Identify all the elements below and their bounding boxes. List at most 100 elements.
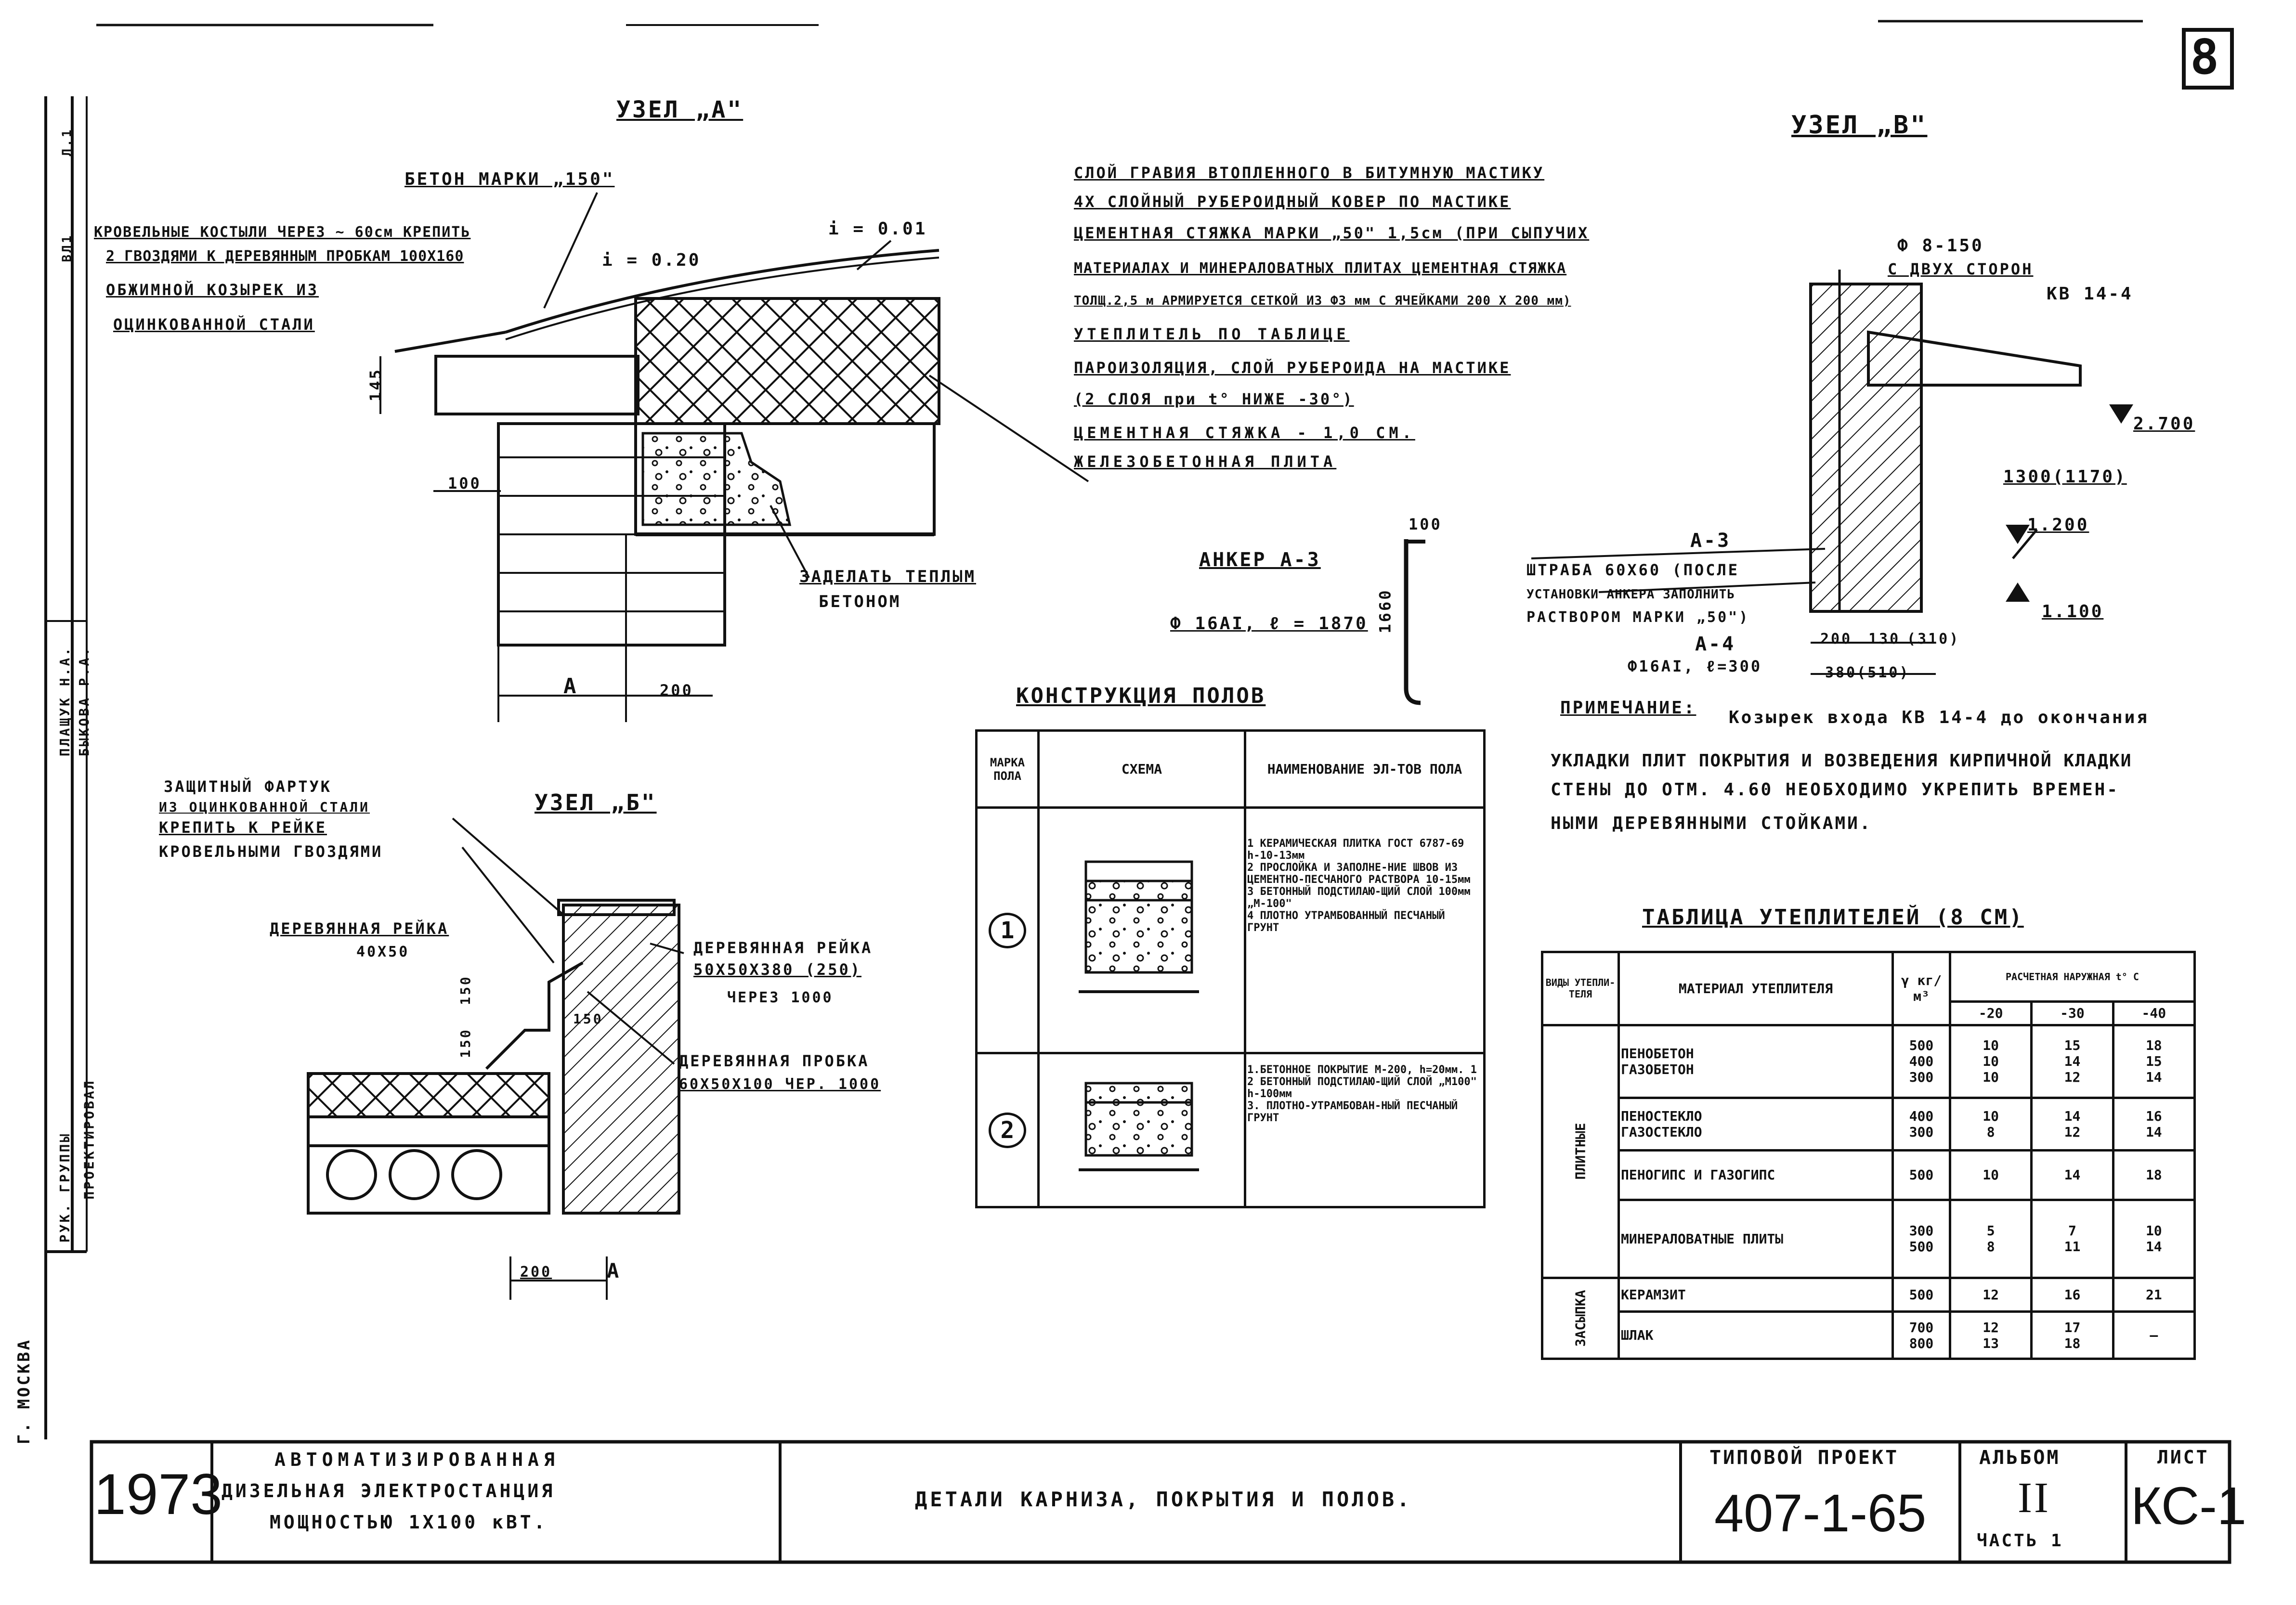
node-b-title: УЗЕЛ „В": [1791, 111, 1928, 140]
anchor-title: АНКЕР А-3: [1199, 549, 1321, 571]
node-b-groove-1: ШТРАБА 60Х60 (ПОСЛЕ: [1526, 561, 1740, 579]
title-part: ЧАСТЬ 1: [1977, 1531, 2063, 1551]
node-a-note-2: 2 ГВОЗДЯМИ К ДЕРЕВЯННЫМ ПРОБКАМ 100Х160: [106, 248, 464, 265]
ins-row-3-g: 500: [1892, 1149, 1951, 1201]
ins-row-3-t30: 14: [2030, 1149, 2114, 1201]
ins-row-5-g: 500: [1892, 1277, 1951, 1313]
floors-row-1-items: 1 КЕРАМИЧЕСКАЯ ПЛИТКА ГОСТ 6787-69 h-10-…: [1244, 806, 1486, 1054]
layer-4: МАТЕРИАЛАХ И МИНЕРАЛОВАТНЫХ ПЛИТАХ ЦЕМЕН…: [1074, 260, 1567, 277]
anchor-spec: Ф 16АI, ℓ = 1870: [1170, 614, 1368, 634]
node-a-slope-2: i = 0.20: [602, 250, 701, 270]
ins-row-6-t40: —: [2112, 1310, 2196, 1360]
node-a-dim-200: 200: [660, 681, 693, 699]
node-b-rebar: Ф 8-150: [1897, 236, 1984, 256]
layer-7: ПАРОИЗОЛЯЦИЯ, СЛОЙ РУБЕРОИДА НА МАСТИКЕ: [1074, 359, 1511, 377]
node-b-dim-1300: 1300(1170): [2003, 467, 2127, 487]
title-album-label: АЛЬБОМ: [1979, 1447, 2061, 1469]
floors-row-2-items: 1.БЕТОННОЕ ПОКРЫТИЕ М-200, h=20мм. 1 2 Б…: [1244, 1052, 1486, 1208]
floors-row-1-mark: 1: [975, 806, 1040, 1054]
insulation-table: ВИДЫ УТЕПЛИ-ТЕЛЯ МАТЕРИАЛ УТЕПЛИТЕЛЯ γ к…: [1541, 951, 2196, 1360]
stamp-row-designer: ПРОЕКТИРОВАЛ: [81, 1079, 97, 1200]
node-a-dim-100: 100: [448, 474, 482, 492]
title-project-3: МОЩНОСТЬЮ 1Х100 кВТ.: [270, 1512, 548, 1533]
title-album: II: [2018, 1474, 2050, 1522]
node-b6-lath2-3: ЧЕРЕЗ 1000: [727, 989, 834, 1006]
note-line-1: Козырек входа КВ 14-4 до окончания: [1729, 708, 2149, 727]
stamp-city: Г. МОСКВА: [14, 1338, 34, 1445]
anchor-dim-1660: 1660: [1376, 588, 1395, 634]
node-a-note-3: ОБЖИМНОЙ КОЗЫРЕК ИЗ: [106, 281, 319, 299]
node-b6-dim-200: 200: [520, 1264, 552, 1281]
stamp-code-1: ВЛ1: [60, 233, 75, 262]
node-b6-lath-1: ДЕРЕВЯННАЯ РЕЙКА: [270, 919, 449, 938]
title-type-number: 407-1-65: [1714, 1484, 1927, 1543]
node-b6-apron-4: КРОВЕЛЬНЫМИ ГВОЗДЯМИ: [159, 842, 383, 861]
title-type-label: ТИПОВОЙ ПРОЕКТ: [1709, 1447, 1899, 1469]
note-line-2: УКЛАДКИ ПЛИТ ПОКРЫТИЯ И ВОЗВЕДЕНИЯ КИРПИ…: [1551, 751, 2132, 771]
node-b-dim-200: 200: [1820, 631, 1852, 647]
stamp-name-designer: БЫКОВА Р.А.: [76, 646, 92, 757]
floors-header-mark: МАРКА ПОЛА: [975, 729, 1040, 809]
node-b6-plug-2: 60Х50Х100 ЧЕР. 1000: [679, 1076, 881, 1093]
node-b-rebar-2: С ДВУХ СТОРОН: [1888, 260, 2034, 278]
layer-2: 4Х СЛОЙНЫЙ РУБЕРОИДНЫЙ КОВЕР ПО МАСТИКЕ: [1074, 193, 1511, 211]
floors-table: МАРКА ПОЛА СХЕМА НАИМЕНОВАНИЕ ЭЛ-ТОВ ПОЛ…: [975, 729, 1486, 1208]
node-b6-apron-3: КРЕПИТЬ К РЕЙКЕ: [159, 818, 327, 837]
ins-row-6-mat: ШЛАК: [1618, 1310, 1894, 1360]
node-a-slope-1: i = 0.01: [828, 219, 927, 239]
ins-header-kind: ВИДЫ УТЕПЛИ-ТЕЛЯ: [1541, 951, 1620, 1026]
node-b-elev-3: 1.100: [2042, 602, 2104, 621]
insulation-title: ТАБЛИЦА УТЕПЛИТЕЛЕЙ (8 СМ): [1642, 905, 2024, 930]
floors-row-2-scheme: [1037, 1052, 1246, 1208]
node-b-groove-3: РАСТВОРОМ МАРКИ „50"): [1526, 609, 1750, 626]
ins-group-1: ПЛИТНЫЕ: [1541, 1023, 1620, 1280]
node-b6-lath-2: 40Х50: [356, 944, 410, 960]
node-a-fill-note-2: БЕТОНОМ: [819, 592, 901, 611]
node-b6-dim-a: А: [607, 1259, 621, 1282]
floors-row-1-item-2: 2 ПРОСЛОЙКА И ЗАПОЛНЕ-НИЕ ШВОВ ИЗ ЦЕМЕНТ…: [1247, 862, 1471, 886]
node-b-elev-2: 1.200: [2027, 515, 2089, 535]
layer-9: ЦЕМЕНТНАЯ СТЯЖКА - 1,0 СМ.: [1074, 424, 1415, 442]
ins-row-3-t40: 18: [2112, 1149, 2196, 1201]
node-a-fill-note: ЗАДЕЛАТЬ ТЕПЛЫМ: [799, 567, 977, 586]
node-b6-dim-150-2: 150: [457, 1028, 473, 1058]
layer-1: СЛОЙ ГРАВИЯ ВТОПЛЕННОГО В БИТУМНУЮ МАСТИ…: [1074, 164, 1545, 182]
title-project-1: АВТОМАТИЗИРОВАННАЯ: [274, 1449, 560, 1470]
ins-row-5-t30: 16: [2030, 1277, 2114, 1313]
title-project-2: ДИЗЕЛЬНАЯ ЭЛЕКТРОСТАНЦИЯ: [222, 1480, 556, 1501]
node-b-elev-1: 2.700: [2133, 414, 2195, 434]
ins-header-density: γ кг/м³: [1892, 951, 1951, 1026]
floors-row-1-item-3: 3 БЕТОННЫЙ ПОДСТИЛАЮ-ЩИЙ СЛОЙ 100мм „М-1…: [1247, 886, 1471, 910]
note-label: ПРИМЕЧАНИЕ:: [1560, 698, 1696, 718]
title-sheet-code: КС-1: [2131, 1476, 2247, 1536]
node-b-a4-spec: Ф16АI, ℓ=300: [1628, 657, 1762, 675]
floors-row-2-item-2: 2 БЕТОННЫЙ ПОДСТИЛАЮ-ЩИЙ СЛОЙ „М100" h-1…: [1247, 1076, 1477, 1100]
node-a-title: УЗЕЛ „А": [616, 96, 744, 123]
node-b-a3: А-3: [1690, 530, 1731, 552]
ins-temp-20: -20: [1948, 1000, 2033, 1026]
node-b-dim-130: 130: [1868, 631, 1901, 647]
node-b6-lath2-1: ДЕРЕВЯННАЯ РЕЙКА: [693, 939, 873, 957]
floors-row-2-item-1: 1.БЕТОННОЕ ПОКРЫТИЕ М-200, h=20мм. 1: [1247, 1064, 1477, 1076]
floors-row-1-item-1: 1 КЕРАМИЧЕСКАЯ ПЛИТКА ГОСТ 6787-69 h-10-…: [1247, 838, 1464, 862]
ins-row-5-t20: 12: [1948, 1277, 2033, 1313]
node-a-dim-a: А: [563, 674, 578, 699]
node-b6-title: УЗЕЛ „Б": [535, 790, 657, 815]
sheet-number: 8: [2190, 29, 2221, 85]
ins-row-4-mat: МИНЕРАЛОВАТНЫЕ ПЛИТЫ: [1618, 1198, 1894, 1280]
node-a-note-1: КРОВЕЛЬНЫЕ КОСТЫЛИ ЧЕРЕЗ ~ 60см КРЕПИТЬ: [94, 224, 471, 241]
